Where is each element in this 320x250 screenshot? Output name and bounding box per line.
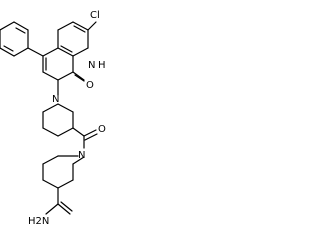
bond	[72, 127, 85, 137]
piperidine-n1-label: N	[52, 94, 59, 105]
bond	[57, 203, 71, 215]
atom-labels: Cl N H O N O N H2N	[28, 10, 106, 227]
bond	[15, 27, 26, 34]
bond	[72, 47, 89, 57]
bond	[13, 47, 29, 57]
bond	[72, 71, 85, 81]
bond	[72, 21, 89, 31]
bond	[57, 127, 74, 137]
bond	[73, 25, 86, 33]
bond	[57, 21, 74, 31]
bond	[0, 47, 15, 57]
chlorine-label: Cl	[90, 10, 100, 21]
bond	[42, 47, 59, 57]
bond	[42, 179, 59, 189]
carbonyl-oxygen-label: O	[86, 80, 94, 91]
ring-nh-n-label: N	[88, 60, 95, 71]
bond	[84, 133, 98, 141]
bond	[72, 156, 85, 165]
bond	[60, 201, 73, 212]
ring-nh-h-label: H	[98, 60, 106, 71]
piperidine-n2-label: N	[78, 150, 85, 161]
bond	[27, 47, 44, 57]
bond	[57, 47, 74, 57]
bond	[83, 129, 97, 137]
bonds	[0, 21, 98, 215]
bond	[60, 45, 73, 53]
bond	[45, 203, 59, 215]
bond	[13, 21, 29, 31]
amide-oxygen-label: O	[98, 124, 106, 135]
bond	[0, 21, 15, 31]
molecule-structure: Cl N H O N O N H2N	[0, 10, 106, 227]
bond	[57, 179, 74, 189]
bond	[87, 21, 97, 31]
bond	[3, 45, 14, 52]
bond	[42, 127, 59, 137]
bond	[74, 74, 85, 82]
bond	[57, 71, 74, 81]
bond	[42, 71, 59, 81]
bond	[57, 103, 74, 113]
bond	[42, 103, 59, 113]
amine-label: H2N	[28, 216, 49, 227]
bond	[42, 155, 59, 165]
